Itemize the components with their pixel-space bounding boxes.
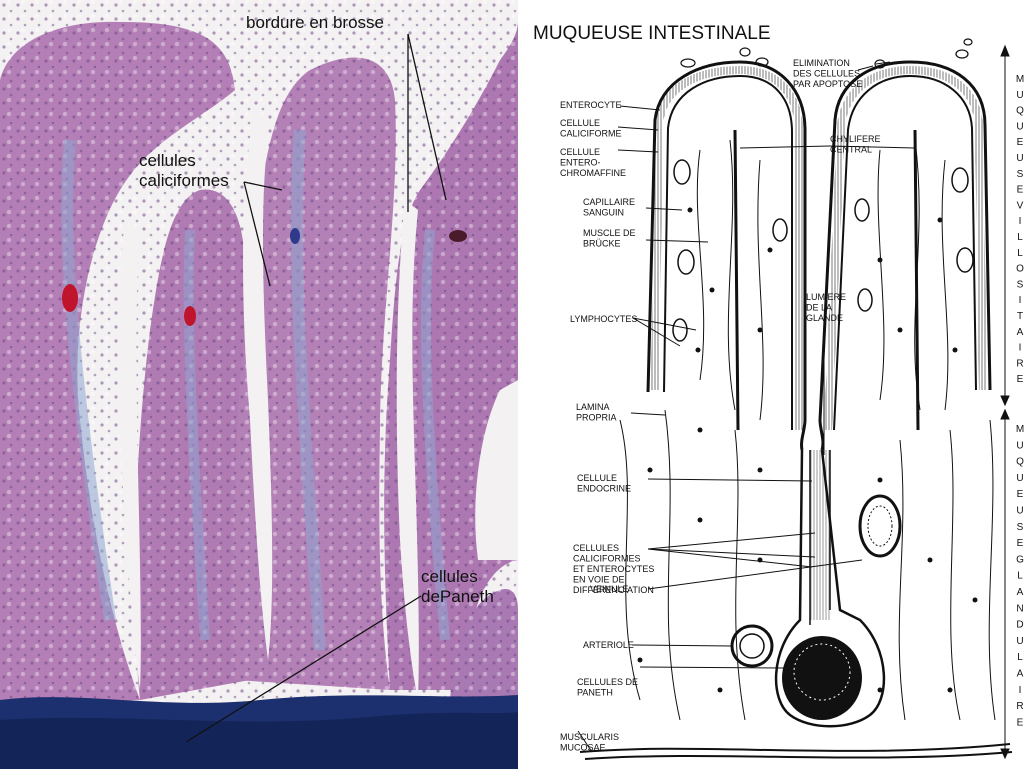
paneth-cells-cluster: [782, 636, 862, 720]
side-lower-letter-2: U: [1016, 440, 1023, 451]
side-upper-letter-4: U: [1016, 121, 1023, 132]
label-caliciforme-line2: CALICIFORME: [560, 129, 622, 139]
side-upper-letter-20: E: [1017, 374, 1024, 385]
side-lower-letter-9: G: [1016, 554, 1024, 565]
goblet-label-line1: cellules: [139, 151, 196, 170]
label-differenciation-line1: CELLULES: [573, 543, 619, 553]
side-upper-letter-16: T: [1017, 311, 1023, 322]
side-lower-letter-18: R: [1016, 701, 1023, 712]
label-enterocyte-line1: ENTEROCYTE: [560, 100, 622, 110]
brush-border-label: bordure en brosse: [246, 13, 384, 32]
label-endocrine-line2: ENDOCRINE: [577, 484, 631, 494]
label-arteriole-line1: ARTERIOLE: [583, 640, 634, 650]
label-elimination-line3: PAR APOPTOSE: [793, 79, 862, 89]
label-enterochrom-line2: ENTERO-: [560, 158, 601, 168]
side-lower-letter-11: A: [1017, 587, 1024, 598]
side-lower-letter-5: E: [1017, 489, 1024, 500]
side-lower-letter-14: U: [1016, 636, 1023, 647]
label-veinule-line1: VEINULE: [590, 584, 629, 594]
side-upper-letter-1: M: [1016, 74, 1024, 85]
label-brucke-line1: MUSCLE DE: [583, 228, 636, 238]
side-upper-letter-6: U: [1016, 153, 1023, 164]
erythrocyte-2: [184, 306, 196, 326]
label-muscularis-line1: MUSCULARIS: [560, 732, 619, 742]
side-upper-letter-11: L: [1017, 232, 1023, 243]
label-lumiere-line3: GLANDE: [806, 313, 843, 323]
label-capillaire-line2: SANGUIN: [583, 208, 624, 218]
gland-epithelium: [810, 450, 830, 620]
label-lamina-line1: LAMINA: [576, 402, 610, 412]
side-upper-letter-10: I: [1019, 216, 1022, 227]
side-lower-letter-4: U: [1016, 473, 1023, 484]
side-upper-letter-8: E: [1017, 185, 1024, 196]
label-paneth-line2: PANETH: [577, 688, 613, 698]
label-differenciation-line3: ET ENTEROCYTES: [573, 564, 654, 574]
side-lower-letter-1: M: [1016, 424, 1024, 435]
label-enterochrom-line1: CELLULE: [560, 147, 600, 157]
side-lower-letter-7: S: [1017, 522, 1024, 533]
side-upper-letter-15: I: [1019, 295, 1022, 306]
side-upper-letter-17: A: [1017, 327, 1024, 338]
label-endocrine-line1: CELLULE: [577, 473, 617, 483]
side-lower-letter-6: U: [1016, 506, 1023, 517]
side-upper-letter-9: V: [1017, 200, 1024, 211]
label-muscularis-line2: MUCOSAE: [560, 743, 606, 753]
side-lower-letter-3: Q: [1016, 457, 1024, 468]
label-enterochrom-line3: CHROMAFFINE: [560, 168, 626, 178]
side-upper-letter-12: L: [1017, 248, 1023, 259]
label-paneth-line1: CELLULES DE: [577, 677, 638, 687]
label-differenciation-line4: EN VOIE DE: [573, 575, 625, 585]
diagram-title: MUQUEUSE INTESTINALE: [533, 23, 771, 44]
paneth-label-line1: cellules: [421, 567, 478, 586]
diagram-background: [520, 0, 1027, 769]
label-lumiere-line1: LUMIERE: [806, 292, 846, 302]
side-upper-letter-7: S: [1017, 169, 1024, 180]
side-lower-letter-8: E: [1017, 538, 1024, 549]
label-elimination-line2: DES CELLULES: [793, 69, 860, 79]
label-chylifere-line1: CHYLIFERE: [830, 134, 881, 144]
side-lower-letter-10: L: [1017, 571, 1023, 582]
side-upper-letter-5: E: [1017, 137, 1024, 148]
label-caliciforme-line1: CELLULE: [560, 118, 600, 128]
label-capillaire-line1: CAPILLAIRE: [583, 197, 635, 207]
dark-spot-1: [290, 228, 300, 244]
paneth-label-line2: dePaneth: [421, 587, 494, 606]
side-lower-letter-19: E: [1017, 717, 1024, 728]
side-upper-letter-18: I: [1019, 343, 1022, 354]
side-lower-letter-15: L: [1017, 652, 1023, 663]
side-lower-letter-13: D: [1016, 620, 1023, 631]
diagram-panel: MUQUEUSE INTESTINALE: [520, 0, 1027, 769]
goblet-label-line2: caliciformes: [139, 171, 229, 190]
side-upper-letter-19: R: [1016, 358, 1023, 369]
micrograph-panel: bordure en brosse cellules caliciformes …: [0, 0, 518, 769]
label-lymphocytes-line1: LYMPHOCYTES: [570, 314, 637, 324]
erythrocyte-1: [62, 284, 78, 312]
dark-spot-2: [449, 230, 467, 242]
side-upper-letter-3: Q: [1016, 106, 1024, 117]
side-lower-letter-16: A: [1017, 669, 1024, 680]
side-upper-letter-2: U: [1016, 90, 1023, 101]
label-elimination-line1: ELIMINATION: [793, 58, 850, 68]
side-lower-letter-12: N: [1016, 603, 1023, 614]
label-lamina-line2: PROPRIA: [576, 413, 617, 423]
label-differenciation-line2: CALICIFORMES: [573, 554, 641, 564]
side-upper-letter-14: S: [1017, 279, 1024, 290]
label-lumiere-line2: DE LA: [806, 303, 832, 313]
side-lower-letter-17: I: [1019, 685, 1022, 696]
label-brucke-line2: BRÜCKE: [583, 239, 621, 249]
side-upper-letter-13: O: [1016, 264, 1024, 275]
